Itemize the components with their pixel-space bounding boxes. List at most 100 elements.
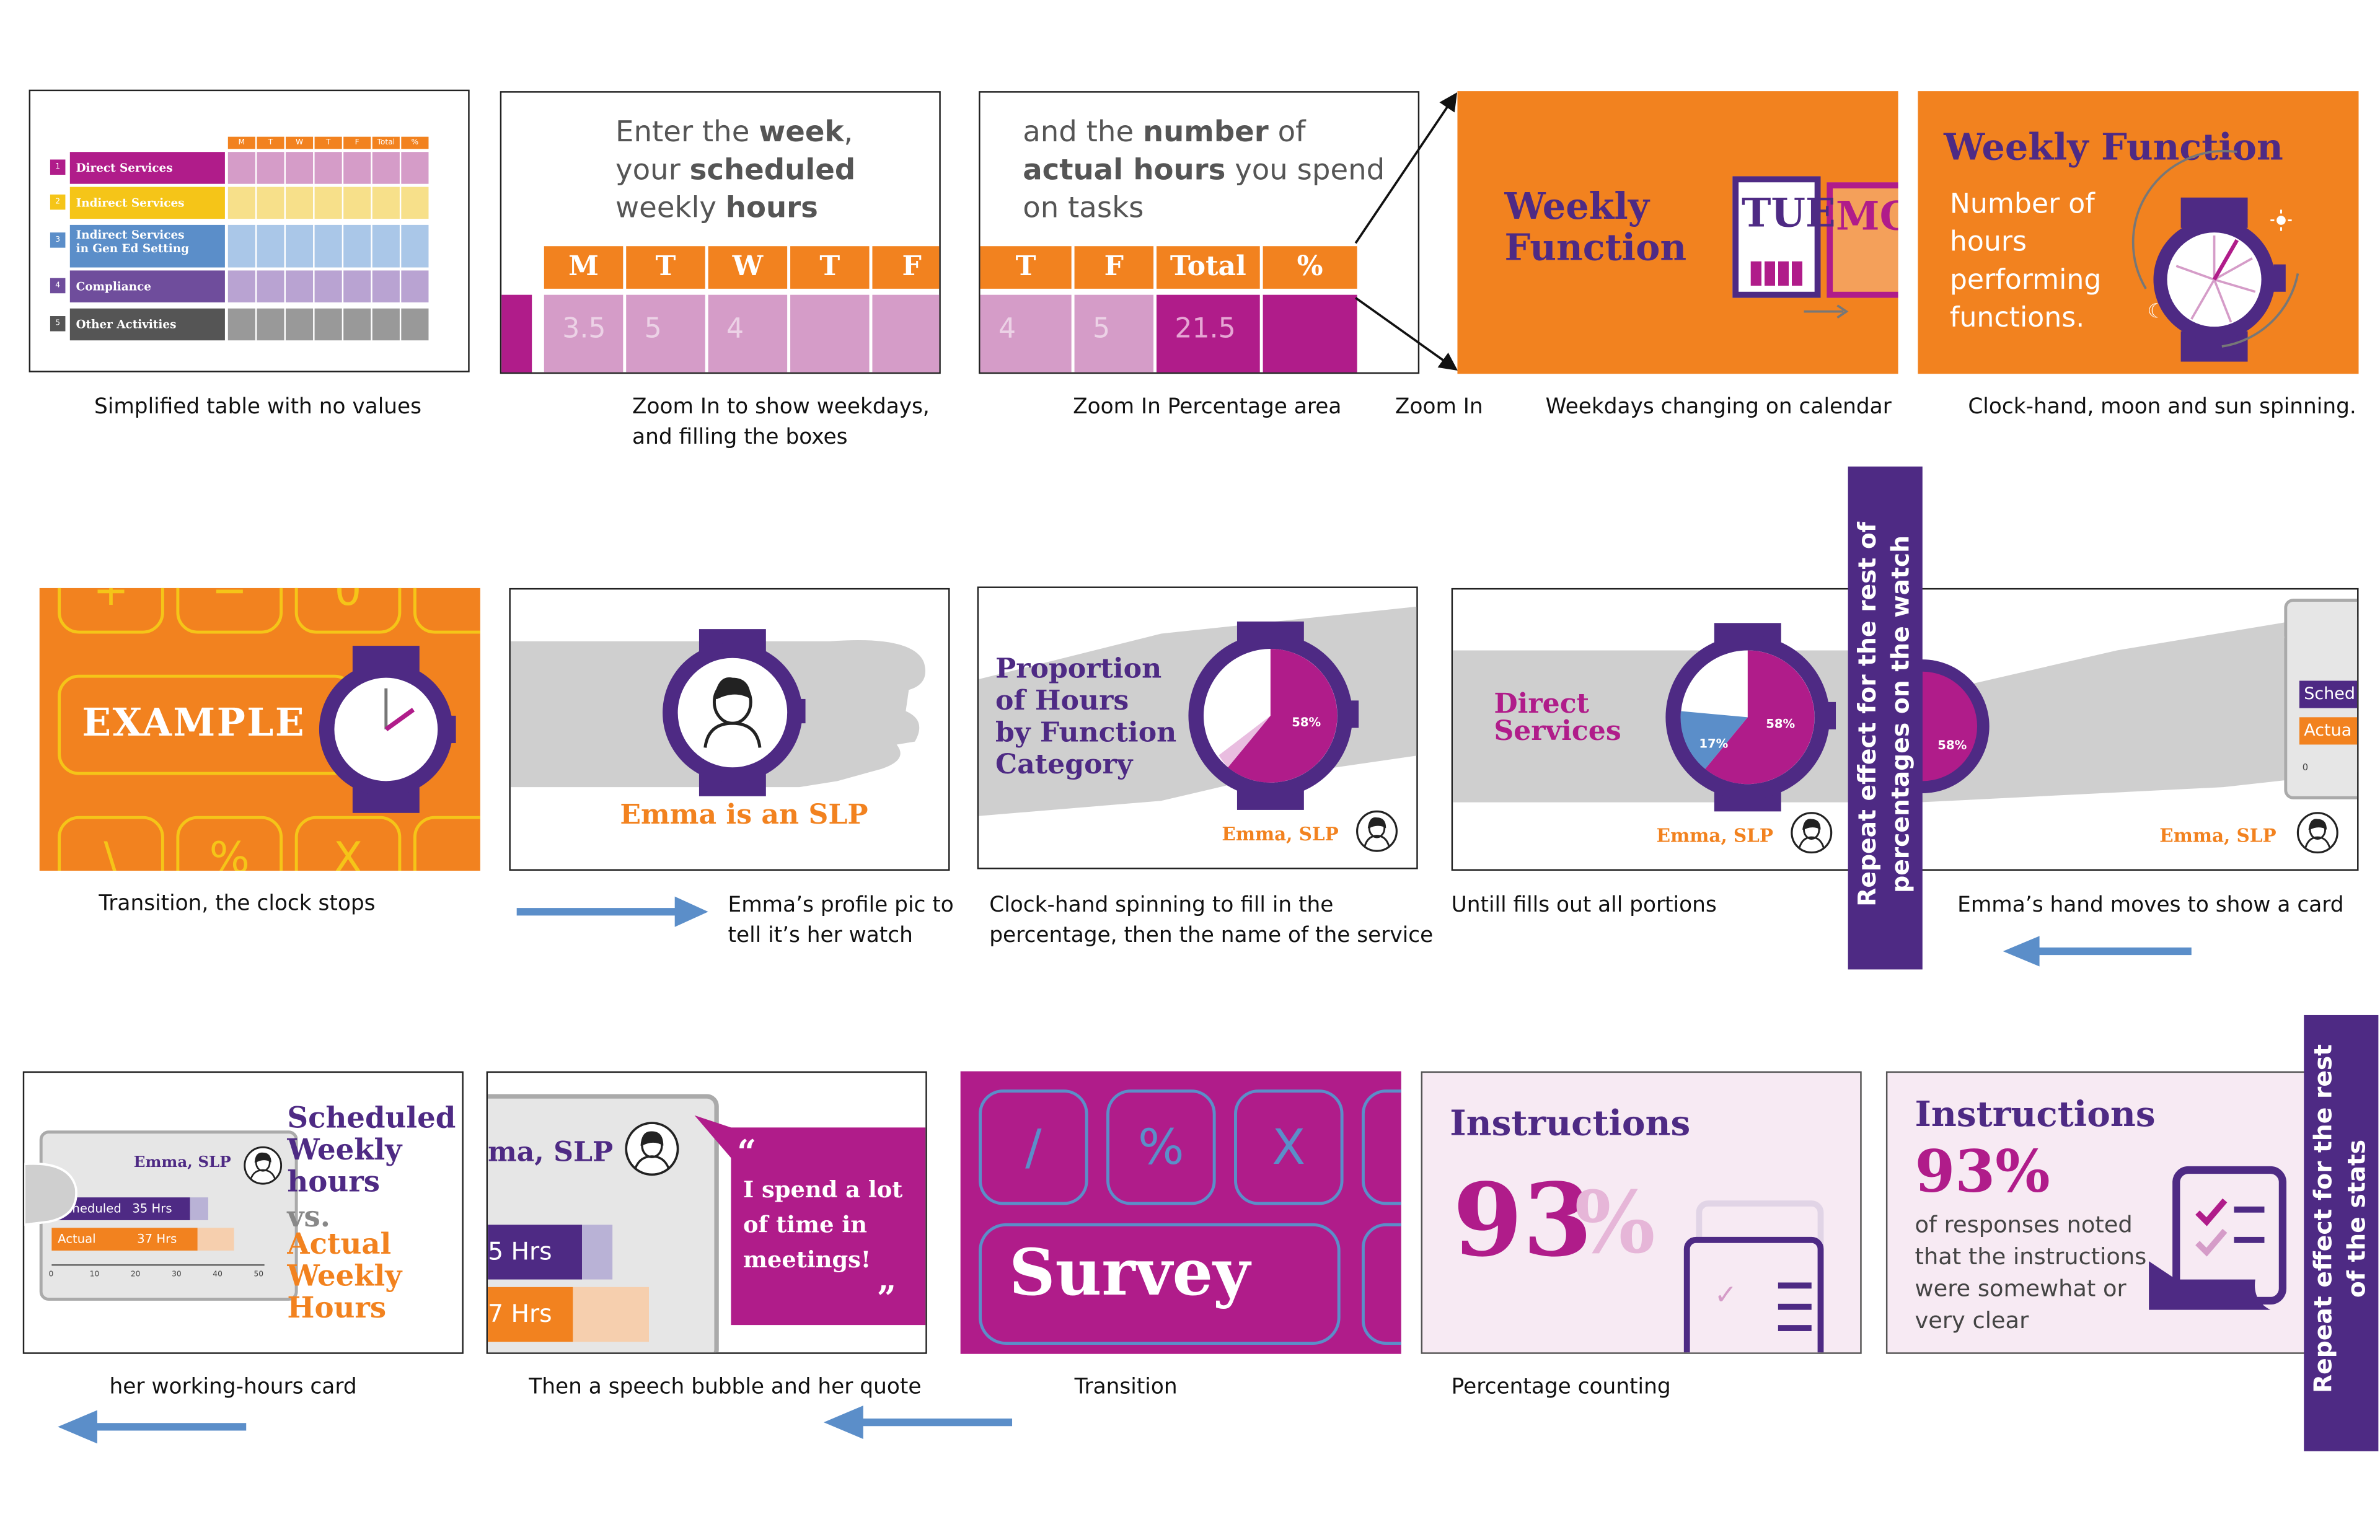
row-number-badge: 1 <box>50 159 66 175</box>
table-cell <box>285 270 314 302</box>
panel-hand-card: 58% Sched Actua 0 10 Emma, SLP <box>1918 587 2359 871</box>
day-value-cell <box>790 294 870 372</box>
total-header-cell: % <box>1263 246 1357 289</box>
pct-sign: % <box>1574 1173 1655 1274</box>
caption-zoom-weekdays: Zoom In to show weekdays, and filling th… <box>632 395 930 450</box>
row-number-badge: 4 <box>50 278 66 294</box>
panel-instructions-stat: Instructions 93% of responses noted that… <box>1885 1071 2327 1354</box>
caption-working-hours-card: her working-hours card <box>109 1375 357 1400</box>
row-label: Indirect Services in Gen Ed Setting <box>69 224 225 268</box>
survey-title: Survey <box>1009 1235 1250 1310</box>
card-axis-tick-10: 10 <box>2357 763 2358 773</box>
avatar-icon <box>1356 810 1398 852</box>
total-value-cell: 4 <box>980 294 1072 372</box>
keypad-key: + <box>58 587 164 634</box>
close-quote: ” <box>876 1279 896 1319</box>
emma-name-small: Emma, SLP <box>1656 825 1774 847</box>
scheduled-bar-zoom <box>488 1225 583 1280</box>
axis-tick-label: 0 <box>48 1270 54 1280</box>
caption-clock-stops: Transition, the clock stops <box>99 892 376 917</box>
scheduled-hours-title: Scheduled Weekly hours <box>287 1101 456 1199</box>
instructions-title: Instructions <box>1915 1094 2156 1135</box>
watch-icon <box>319 646 456 813</box>
checklist-icon-2: ✓ <box>1683 1236 1824 1353</box>
row-label: Compliance <box>69 270 225 302</box>
table-cell <box>227 152 255 184</box>
caption-clock-spinning: Clock-hand, moon and sun spinning. <box>1968 395 2356 420</box>
axis-tick-label: 20 <box>130 1270 141 1280</box>
total-header-cell: T <box>980 246 1072 289</box>
weekly-function-body: Number of hours performing functions. <box>1949 188 2102 335</box>
keypad-key: % <box>1106 1089 1216 1205</box>
day-header-cell: T <box>626 246 705 289</box>
moon-icon: ☾ <box>2147 301 2166 324</box>
instructions-body: of responses noted that the instructions… <box>1915 1211 2147 1334</box>
panel-speech-bubble: ma, SLP 5 Hrs 7 Hrs “ I spend a lot of t… <box>486 1071 927 1354</box>
keypad-key: − <box>176 587 283 634</box>
checklist-icon <box>2149 1166 2287 1310</box>
arrow-left-icon <box>823 1406 1013 1440</box>
caption-fills-portions: Untill fills out all portions <box>1451 893 1717 918</box>
pie-pct-label: 58% <box>1292 715 1321 729</box>
keypad-key: / <box>979 1089 1088 1205</box>
panel-enter-week: Enter the week, your scheduled weekly ho… <box>500 91 941 374</box>
table-day-header: F <box>343 136 371 149</box>
panel-weekly-function-calendar: Weekly Function MON TUE <box>1457 91 1898 374</box>
table-cell <box>372 308 400 341</box>
scheduled-bar-ext <box>582 1225 613 1280</box>
row-accent <box>501 294 532 372</box>
table-cell <box>401 224 429 268</box>
total-header-cell: Total <box>1156 246 1260 289</box>
table-cell <box>343 224 371 268</box>
survey-button-outline <box>979 1223 1341 1345</box>
keypad-key: X <box>1234 1089 1344 1205</box>
avatar-icon <box>625 1122 679 1176</box>
table-cell <box>343 270 371 302</box>
calendar-day-tue: TUE <box>1741 191 1836 237</box>
calendar-back: MON <box>1827 182 1898 298</box>
axis-tick-label: 50 <box>253 1270 264 1280</box>
emma-name-small: Emma, SLP <box>2159 825 2276 847</box>
calendar-icon: TUE <box>1732 176 1836 298</box>
caption-hand-card: Emma’s hand moves to show a card <box>1957 893 2344 918</box>
table-cell <box>227 187 255 219</box>
table-cell <box>227 308 255 341</box>
day-value-cell: 4 <box>708 294 788 372</box>
actual-hours-text: and the number of actual hours you spend… <box>1023 115 1385 225</box>
table-cell <box>372 152 400 184</box>
row-label: Indirect Services <box>69 187 225 219</box>
panel-example-transition: +−0\%X EXAMPLE <box>39 587 480 871</box>
keypad-key <box>1361 1223 1401 1345</box>
repeat-effect-banner-stats: Repeat effect for the rest of the stats <box>2304 1014 2379 1451</box>
table-cell <box>227 224 255 268</box>
keypad-key: % <box>176 816 283 871</box>
table-day-header: W <box>285 136 314 149</box>
weekly-function-title-2: Weekly Function <box>1944 125 2283 169</box>
watch-pie-icon <box>1188 621 1359 810</box>
table-cell <box>372 187 400 219</box>
row-label: Direct Services <box>69 152 225 184</box>
caption-zoom-in: Zoom In <box>1395 395 1483 420</box>
actual-hours-zoom: 7 Hrs <box>488 1299 552 1329</box>
emma-name-small: Emma, SLP <box>1222 823 1339 845</box>
rotation-arrows-icon <box>2131 149 2299 348</box>
table-cell <box>285 152 314 184</box>
total-value-cell <box>1263 294 1357 372</box>
axis-line <box>51 1264 265 1266</box>
avatar-icon <box>1791 812 1833 854</box>
keypad-key: \ <box>58 816 164 871</box>
emma-name: Emma is an SLP <box>620 799 868 832</box>
panel-direct-services: Direct Services 58% 17% Emma, SLP <box>1451 587 1923 871</box>
actual-hours-title: Actual Weekly Hours <box>287 1228 402 1326</box>
actual-bar-zoom <box>488 1287 573 1342</box>
watch-icon <box>663 629 806 796</box>
thumb-silhouette <box>24 1162 77 1226</box>
axis-tick-label: 10 <box>89 1270 100 1280</box>
card-scheduled-bar: Sched <box>2299 680 2358 708</box>
table-cell <box>314 308 342 341</box>
table-cell <box>401 152 429 184</box>
card-name-zoom: ma, SLP <box>488 1137 614 1169</box>
